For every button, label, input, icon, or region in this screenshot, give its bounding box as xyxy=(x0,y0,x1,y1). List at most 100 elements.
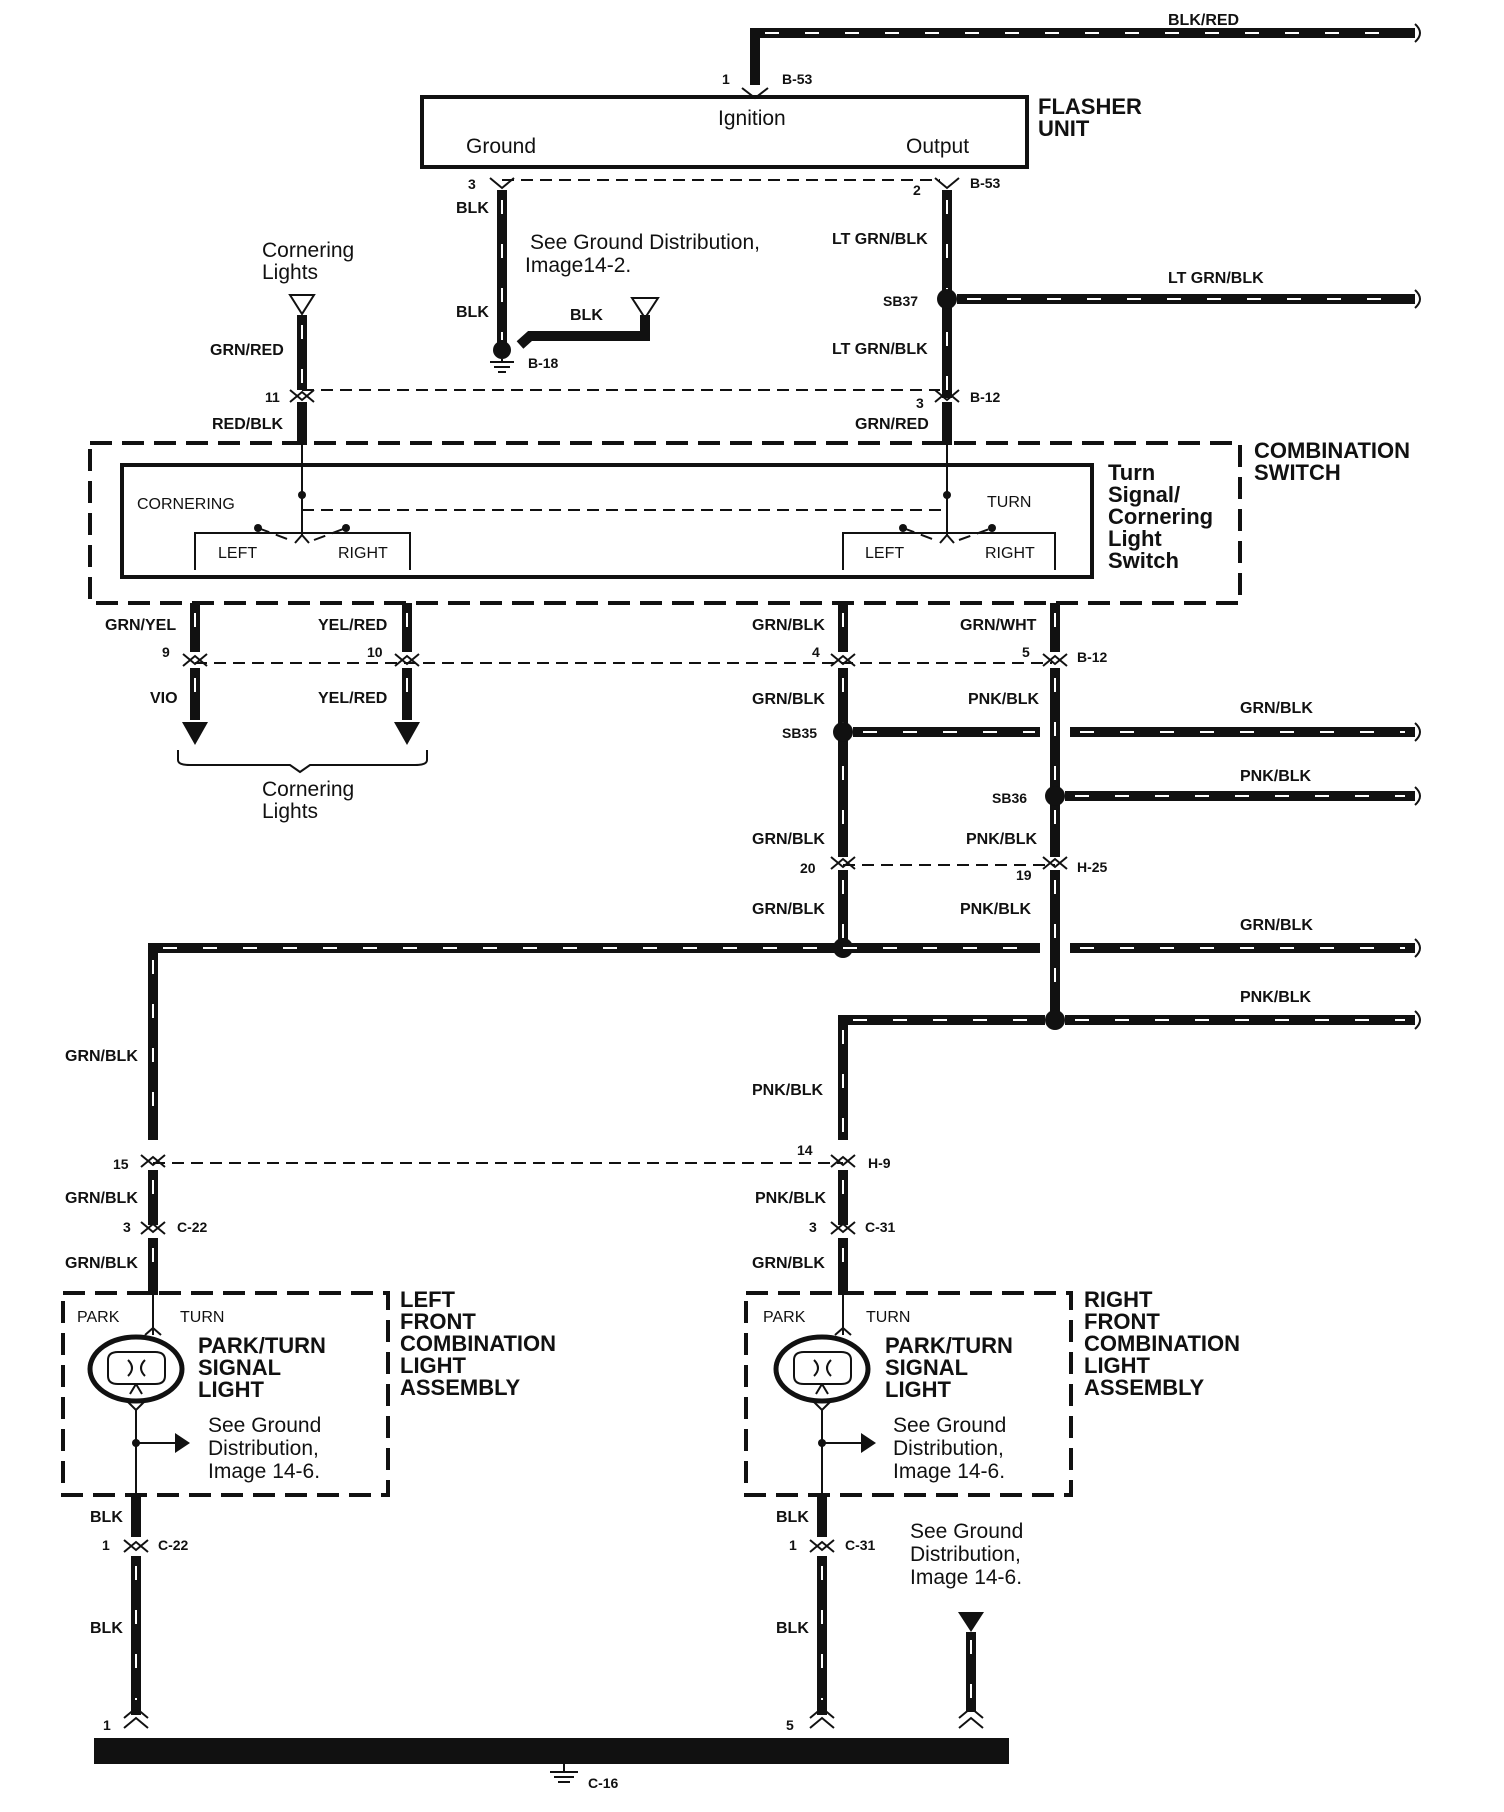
park-label: PARK xyxy=(77,1309,120,1326)
splice-sb35 xyxy=(833,722,853,742)
wire-label: LT GRN/BLK xyxy=(832,341,928,358)
flasher-title: FLASHER xyxy=(1038,94,1142,119)
connector-label: C-31 xyxy=(845,1537,876,1553)
bottom-grounds: BLK 1 C-22 BLK 1 BLK 1 C-31 BLK 5 See Gr… xyxy=(90,1497,1023,1791)
splice-section: SB35 GRN/BLK SB36 PNK/BLK GRN/BLK PNK/BL… xyxy=(148,668,1421,1140)
ground-bus-bar xyxy=(94,1738,1009,1764)
combination-switch: COMBINATION SWITCH Turn Signal/ Cornerin… xyxy=(88,438,1410,605)
switch-left-label: LEFT xyxy=(865,545,904,562)
switch-subtitle: Turn xyxy=(1108,460,1155,485)
connector-label: B-12 xyxy=(1077,649,1108,665)
left-assembly-title: FRONT xyxy=(400,1309,476,1334)
splice-pnk-blk xyxy=(1045,1010,1065,1030)
connector-label: H-9 xyxy=(868,1155,891,1171)
bulb-icon xyxy=(773,1334,871,1404)
bulb-label: LIGHT xyxy=(198,1377,265,1402)
connector-label: B-12 xyxy=(970,389,1001,405)
splice-label: SB37 xyxy=(883,293,918,309)
wire-label: GRN/BLK xyxy=(65,1048,138,1065)
pin-label: 14 xyxy=(797,1142,813,1158)
pin-label: 4 xyxy=(812,644,820,660)
cornering-bottom-label: Cornering xyxy=(262,778,354,801)
wire-label: GRN/RED xyxy=(210,342,284,359)
connector-label: C-31 xyxy=(865,1219,896,1235)
wire-label: GRN/WHT xyxy=(960,617,1037,634)
cornering-section-label: CORNERING xyxy=(137,496,235,513)
ground-point xyxy=(493,341,511,359)
flasher-title: UNIT xyxy=(1038,116,1090,141)
pin-label: 3 xyxy=(809,1219,817,1235)
right-assembly-title: RIGHT xyxy=(1084,1287,1153,1312)
switch-subtitle: Light xyxy=(1108,526,1162,551)
combination-switch-outline xyxy=(88,441,1242,605)
wire-label: BLK xyxy=(570,307,603,324)
output-branch: LT GRN/BLK SB37 LT GRN/BLK LT GRN/BLK 3 … xyxy=(302,190,1421,535)
cornering-lights-top: Cornering Lights GRN/RED 11 RED/BLK xyxy=(210,239,354,535)
ground-note: See Ground Distribution, xyxy=(530,231,760,254)
left-assembly-title: LIGHT xyxy=(400,1353,467,1378)
pin-label: 20 xyxy=(800,860,816,876)
bulb-label: PARK/TURN xyxy=(885,1333,1013,1358)
wire-label: GRN/YEL xyxy=(105,617,176,634)
switch-right-label: RIGHT xyxy=(985,545,1035,562)
ground-note: Image 14-6. xyxy=(893,1460,1005,1483)
splice-label: SB35 xyxy=(782,725,817,741)
switch-subtitle: Switch xyxy=(1108,548,1179,573)
wire-label: BLK/RED xyxy=(1168,12,1239,29)
wire-label: GRN/BLK xyxy=(65,1255,138,1272)
ground-note: Distribution, xyxy=(208,1437,319,1460)
flasher-unit: 1 B-53 Ignition Ground Output FLASHER UN… xyxy=(420,70,1142,198)
ground-note: Distribution, xyxy=(893,1437,1004,1460)
right-assembly-title: COMBINATION xyxy=(1084,1331,1240,1356)
turn-label: TURN xyxy=(180,1309,224,1326)
ground-id-label: B-18 xyxy=(528,355,559,371)
wire-label: PNK/BLK xyxy=(755,1190,827,1207)
left-front-combination-light: LEFT FRONT COMBINATION LIGHT ASSEMBLY PA… xyxy=(61,1287,556,1497)
pin-label: 9 xyxy=(162,644,170,660)
wire-label: PNK/BLK xyxy=(960,901,1032,918)
turn-signal-switch-box xyxy=(120,463,1094,579)
bulb-label: PARK/TURN xyxy=(198,1333,326,1358)
splice-label: SB36 xyxy=(992,790,1027,806)
connector-label: C-22 xyxy=(158,1537,189,1553)
wire-label: PNK/BLK xyxy=(966,831,1038,848)
ground-note: See Ground xyxy=(893,1414,1006,1437)
wire-label: GRN/BLK xyxy=(752,831,825,848)
ground-note: Image 14-6. xyxy=(208,1460,320,1483)
left-assembly-outline xyxy=(61,1291,390,1497)
wire-label: BLK xyxy=(456,304,489,321)
right-front-combination-light: RIGHT FRONT COMBINATION LIGHT ASSEMBLY P… xyxy=(744,1287,1240,1497)
wire-label: YEL/RED xyxy=(318,690,387,707)
switch-subtitle: Signal/ xyxy=(1108,482,1180,507)
ground-note: See Ground xyxy=(208,1414,321,1437)
wire-label: VIO xyxy=(150,690,178,707)
wire-label: BLK xyxy=(90,1620,123,1637)
wire-label: GRN/BLK xyxy=(1240,700,1313,717)
wire-label: GRN/BLK xyxy=(752,617,825,634)
wire-label: GRN/BLK xyxy=(65,1190,138,1207)
cornering-label: Lights xyxy=(262,261,318,284)
bulb-label: LIGHT xyxy=(885,1377,952,1402)
right-assembly-title: LIGHT xyxy=(1084,1353,1151,1378)
wire-label: PNK/BLK xyxy=(968,691,1040,708)
pin-label: 3 xyxy=(123,1219,131,1235)
cornering-label: Cornering xyxy=(262,239,354,262)
switch-left-label: LEFT xyxy=(218,545,257,562)
left-assembly-title: COMBINATION xyxy=(400,1331,556,1356)
bulb-label: SIGNAL xyxy=(198,1355,281,1380)
wire-label: BLK xyxy=(776,1509,809,1526)
flasher-ground-label: Ground xyxy=(466,135,536,158)
flasher-ignition-label: Ignition xyxy=(718,107,786,130)
left-assembly-title: ASSEMBLY xyxy=(400,1375,521,1400)
switch-outputs: B-12 GRN/YEL 9 VIO YEL/RED 10 YEL/RED Co… xyxy=(105,603,1108,823)
ground-branch: BLK BLK See Ground Distribution, Image14… xyxy=(456,190,760,373)
pin-label: 1 xyxy=(722,71,730,87)
wire-label: LT GRN/BLK xyxy=(1168,270,1264,287)
ground-note: Distribution, xyxy=(910,1543,1021,1566)
combination-switch-title: SWITCH xyxy=(1254,460,1341,485)
bulb-label: SIGNAL xyxy=(885,1355,968,1380)
wire-label: LT GRN/BLK xyxy=(832,231,928,248)
pin-label: 5 xyxy=(786,1717,794,1733)
wire-label: GRN/BLK xyxy=(752,1255,825,1272)
